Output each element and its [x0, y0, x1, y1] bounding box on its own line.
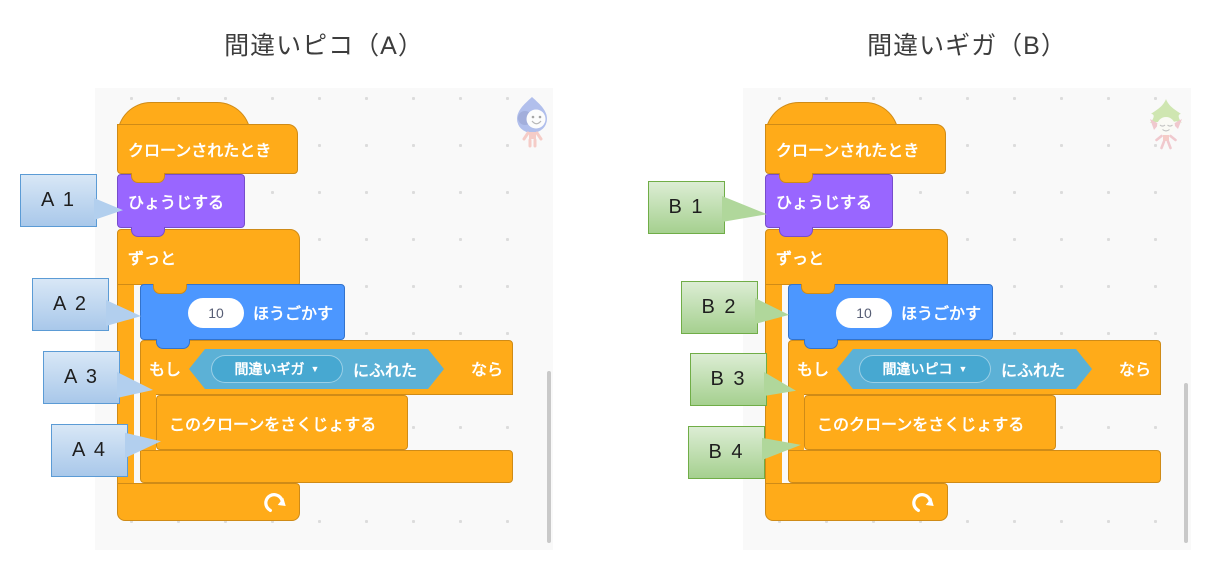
- callout-b1: B 1: [648, 181, 725, 234]
- steps-input[interactable]: 10: [188, 298, 244, 328]
- block-when-cloned[interactable]: クローンされたとき: [765, 124, 946, 174]
- block-if-then[interactable]: もし 間違いピコ ▼ にふれた なら: [788, 340, 1161, 395]
- dropdown-value: 間違いピコ: [882, 361, 953, 377]
- callout-b2: B 2: [681, 281, 758, 334]
- if-label: もし: [797, 361, 830, 379]
- block-label: ひょうじする: [128, 195, 225, 212]
- script-canvas-b[interactable]: クローンされたとき ひょうじする ずっと 10 ほうごかす もし 間違いピコ ▼: [743, 88, 1191, 550]
- callout-a4: A 4: [51, 424, 128, 477]
- vertical-scrollbar[interactable]: [547, 371, 551, 543]
- connector-tab: [804, 339, 838, 349]
- block-forever[interactable]: ずっと: [765, 229, 948, 285]
- if-spine[interactable]: [788, 388, 804, 458]
- touching-condition[interactable]: 間違いピコ ▼ にふれた: [837, 349, 1092, 389]
- callout-a2: A 2: [32, 278, 109, 331]
- touching-condition[interactable]: 間違いギガ ▼ にふれた: [189, 349, 444, 389]
- block-if-then[interactable]: もし 間違いギガ ▼ にふれた なら: [140, 340, 513, 395]
- block-forever[interactable]: ずっと: [117, 229, 300, 285]
- connector-tab: [156, 339, 190, 349]
- dropdown-value: 間違いギガ: [234, 361, 305, 377]
- block-label: クローンされたとき: [128, 143, 272, 160]
- pico-sprite-watermark: [513, 96, 551, 153]
- chevron-down-icon: ▼: [958, 363, 968, 374]
- block-show[interactable]: ひょうじする: [117, 174, 245, 228]
- if-bottom-arm[interactable]: [788, 450, 1161, 483]
- block-label: このクローンをさくじょする: [169, 416, 377, 434]
- connector-tab: [801, 284, 835, 294]
- then-label: なら: [1119, 361, 1152, 379]
- loop-arrow-icon: [263, 491, 287, 515]
- block-when-cloned[interactable]: クローンされたとき: [117, 124, 298, 174]
- sprite-dropdown[interactable]: 間違いギガ ▼: [211, 355, 343, 383]
- script-canvas-a[interactable]: クローンされたとき ひょうじする ずっと 10 ほうごかす もし 間違いギガ ▼: [95, 88, 553, 550]
- touching-label: にふれた: [1001, 363, 1066, 380]
- then-label: なら: [471, 361, 504, 379]
- connector-tab: [779, 227, 813, 237]
- vertical-scrollbar[interactable]: [1184, 383, 1188, 543]
- panel-title-a: 間違いピコ（A）: [224, 32, 424, 60]
- block-label: ずっと: [776, 251, 825, 268]
- connector-tab: [779, 173, 813, 183]
- block-label: クローンされたとき: [776, 143, 920, 160]
- giga-sprite-watermark: [1146, 98, 1186, 157]
- callout-b4: B 4: [688, 426, 765, 479]
- chevron-down-icon: ▼: [310, 363, 320, 374]
- forever-bottom-arm[interactable]: [765, 483, 948, 521]
- block-delete-clone[interactable]: このクローンをさくじょする: [156, 395, 408, 450]
- block-label: ひょうじする: [776, 195, 873, 212]
- if-bottom-arm[interactable]: [140, 450, 513, 483]
- callout-a1: A 1: [20, 174, 97, 227]
- connector-tab: [131, 173, 165, 183]
- block-move-steps[interactable]: 10 ほうごかす: [788, 284, 993, 340]
- touching-label: にふれた: [353, 363, 418, 380]
- panel-title-b: 間違いギガ（B）: [867, 32, 1067, 60]
- connector-tab: [131, 227, 165, 237]
- steps-input[interactable]: 10: [836, 298, 892, 328]
- block-label: ほうごかす: [901, 306, 982, 323]
- block-delete-clone[interactable]: このクローンをさくじょする: [804, 395, 1056, 450]
- callout-b3: B 3: [690, 353, 767, 406]
- sprite-dropdown[interactable]: 間違いピコ ▼: [859, 355, 991, 383]
- loop-arrow-icon: [911, 491, 935, 515]
- block-label: ずっと: [128, 251, 177, 268]
- connector-tab: [153, 284, 187, 294]
- callout-a3: A 3: [43, 351, 120, 404]
- block-label: ほうごかす: [253, 306, 334, 323]
- forever-bottom-arm[interactable]: [117, 483, 300, 521]
- block-label: このクローンをさくじょする: [817, 416, 1025, 434]
- block-show[interactable]: ひょうじする: [765, 174, 893, 228]
- if-label: もし: [149, 361, 182, 379]
